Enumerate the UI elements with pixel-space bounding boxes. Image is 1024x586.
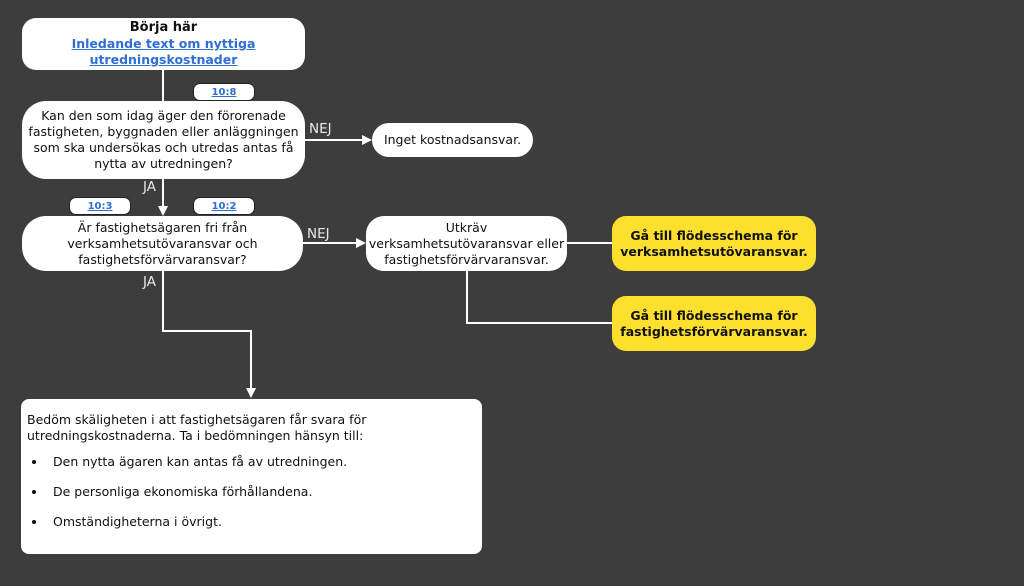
- goto-acquirer-flowchart-button[interactable]: Gå till flödesschema för fastighetsförvä…: [612, 296, 816, 351]
- demand-responsibility-box: Utkräv verksamhetsutövaransvar eller fas…: [366, 216, 567, 271]
- no-cost-responsibility-box: Inget kostnadsansvar.: [372, 123, 533, 157]
- assessment-bullet-other: Omständigheterna i övrigt.: [47, 514, 472, 530]
- q1-line1: Kan den som idag äger den förorenade: [41, 108, 286, 123]
- question-owner-free: Är fastighetsägaren fri från verksamhets…: [22, 216, 303, 271]
- assessment-bullet-economy: De personliga ekonomiska förhållandena.: [47, 484, 472, 500]
- q1-line2: fastigheten, byggnaden eller anläggninge…: [28, 124, 299, 139]
- goto1-line1: Gå till flödesschema för: [630, 227, 798, 243]
- q2-line2: verksamhetsutövaransvar och: [67, 235, 258, 251]
- question-owner-benefit: Kan den som idag äger den förorenade fas…: [22, 101, 305, 179]
- start-title: Börja här: [129, 20, 198, 35]
- assessment-bullet-list: Den nytta ägaren kan antas få av utredni…: [27, 454, 472, 530]
- no-cost-text: Inget kostnadsansvar.: [383, 132, 522, 147]
- goto1-line2: verksamhetsutövaransvar.: [620, 243, 808, 259]
- q1-line3: som ska undersökas och utredas antas få: [33, 140, 294, 155]
- intro-link-line1: Inledande text om nyttiga: [71, 36, 256, 51]
- q1-line4: nytta av utredningen?: [94, 156, 233, 171]
- connector-demand-goto2: [466, 271, 612, 324]
- final-line2: utredningskostnaderna. Ta i bedömningen …: [27, 428, 364, 443]
- demand-line2: verksamhetsutövaransvar eller: [368, 235, 565, 251]
- q2-line1: Är fastighetsägaren fri från: [77, 219, 248, 235]
- ref-badge-10-8[interactable]: 10:8: [193, 83, 255, 101]
- label-nej-q1: NEJ: [309, 121, 332, 137]
- goto-operator-flowchart-button[interactable]: Gå till flödesschema för verksamhetsutöv…: [612, 216, 816, 271]
- label-ja-q1: JA: [143, 179, 156, 195]
- intro-link-line2: utredningskostnader: [89, 52, 238, 67]
- connector-q2-yes: [162, 271, 252, 388]
- demand-line3: fastighetsförvärvaransvar.: [384, 251, 549, 267]
- arrowhead-q1-yes: [158, 206, 168, 216]
- ref-badge-10-2[interactable]: 10:2: [193, 197, 255, 215]
- goto2-line2: fastighetsförvärvaransvar.: [620, 323, 808, 339]
- reasonableness-assessment-box: Bedöm skäligheten i att fastighetsägaren…: [21, 399, 482, 554]
- start-box: Börja här Inledande text om nyttiga utre…: [22, 18, 305, 70]
- ref-badge-10-3[interactable]: 10:3: [69, 197, 131, 215]
- final-line1: Bedöm skäligheten i att fastighetsägaren…: [27, 412, 367, 427]
- arrowhead-q2-no: [356, 238, 366, 248]
- intro-text-link[interactable]: Inledande text om nyttiga utredningskost…: [72, 36, 256, 68]
- demand-line1: Utkräv: [445, 219, 488, 235]
- arrowhead-q2-yes: [246, 388, 256, 398]
- arrowhead-q1-no: [362, 135, 372, 145]
- assessment-bullet-benefit: Den nytta ägaren kan antas få av utredni…: [47, 454, 472, 470]
- q2-line3: fastighetsförvärvaransvar?: [78, 251, 247, 267]
- goto2-line1: Gå till flödesschema för: [630, 307, 798, 323]
- label-ja-q2: JA: [143, 274, 156, 290]
- label-nej-q2: NEJ: [307, 226, 330, 242]
